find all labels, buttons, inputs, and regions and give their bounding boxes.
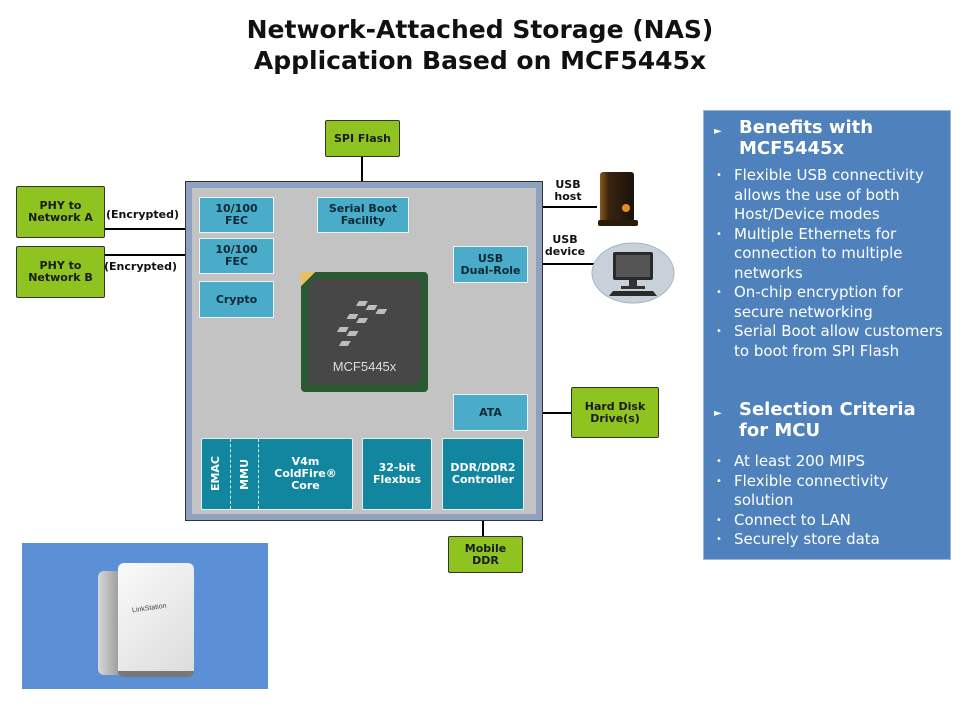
- phy-network-a-box: PHY to Network A: [16, 186, 105, 238]
- usb-dual-role-block: USB Dual-Role: [453, 246, 528, 283]
- mmu-section: MMU: [231, 439, 259, 509]
- title-line-1: Network-Attached Storage (NAS): [246, 15, 714, 44]
- die-package: MCF5445x: [308, 279, 421, 385]
- usb-device-line-1: USB: [552, 233, 578, 246]
- hard-disk-line-2: Drive(s): [590, 411, 640, 425]
- ddr-ctrl-line-1: DDR/DDR2: [450, 461, 516, 474]
- core-line-1: V4m: [291, 455, 320, 468]
- spi-flash-label: SPI Flash: [334, 131, 391, 145]
- criteria-item: Securely store data: [714, 530, 950, 550]
- usb-host-line-2: host: [554, 190, 582, 203]
- usb-host-line-1: USB: [555, 178, 581, 191]
- usb-device-line-2: device: [544, 245, 586, 258]
- criteria-item: Connect to LAN: [714, 511, 950, 531]
- usb-device-label: USB device: [540, 234, 590, 258]
- freescale-logo-icon: [336, 301, 388, 346]
- benefits-heading-line-1: Benefits with: [739, 117, 874, 138]
- phy-b-connector: [104, 254, 186, 256]
- nas-device-photo: LinkStation: [22, 543, 268, 689]
- benefit-item: Flexible USB connectivity allows the use…: [714, 166, 950, 225]
- phy-b-line-2: Network B: [28, 271, 93, 284]
- phy-a-connector: [104, 228, 186, 230]
- fec1-line-1: 10/100: [215, 202, 258, 215]
- criteria-item: At least 200 MIPS: [714, 452, 950, 472]
- ata-label: ATA: [479, 405, 502, 419]
- hard-disk-box: Hard Disk Drive(s): [571, 387, 659, 438]
- ata-connector: [527, 412, 572, 414]
- triangle-bullet-icon: ►: [714, 126, 722, 137]
- fec1-line-2: FEC: [224, 214, 249, 227]
- mobile-ddr-connector: [482, 509, 484, 537]
- phy-a-line-1: PHY to: [39, 199, 82, 212]
- criteria-item: Flexible connectivity solution: [714, 472, 950, 511]
- triangle-bullet-icon: ►: [714, 408, 722, 419]
- criteria-list: At least 200 MIPS Flexible connectivity …: [714, 452, 950, 550]
- usb-dual-role-line-1: USB: [477, 251, 504, 265]
- criteria-heading-line-1: Selection Criteria: [739, 399, 916, 420]
- serial-boot-line-2: Facility: [340, 214, 386, 227]
- ddr-ctrl-line-2: Controller: [451, 473, 515, 486]
- core-line-2: ColdFire®: [274, 467, 337, 480]
- benefit-item: Multiple Ethernets for connection to mul…: [714, 225, 950, 284]
- ata-block: ATA: [453, 394, 528, 431]
- fec-block-2: 10/100 FEC: [199, 238, 274, 274]
- nas-front-panel: LinkStation: [118, 563, 194, 677]
- fec2-line-1: 10/100: [215, 243, 258, 256]
- v4m-core-section: V4m ColdFire® Core: [259, 439, 352, 509]
- fec2-line-2: FEC: [224, 255, 249, 268]
- flexbus-line-2: Flexbus: [372, 473, 422, 486]
- core-line-3: Core: [291, 479, 320, 492]
- external-hard-drive-icon: [598, 172, 638, 226]
- crypto-label: Crypto: [215, 292, 258, 306]
- ddr-controller-block: DDR/DDR2 Controller: [442, 438, 524, 510]
- benefits-panel: ► Benefits with MCF5445x Flexible USB co…: [703, 110, 951, 560]
- fec-block-1: 10/100 FEC: [199, 197, 274, 233]
- nas-brand-label: LinkStation: [131, 602, 167, 615]
- serial-boot-block: Serial Boot Facility: [317, 197, 409, 233]
- selection-criteria-heading: ► Selection Criteria for MCU: [714, 399, 916, 441]
- title-line-2: Application Based on MCF5445x: [253, 46, 707, 75]
- mmu-label: MMU: [237, 458, 251, 490]
- slide-title: Network-Attached Storage (NAS) Applicati…: [0, 14, 960, 76]
- phy-network-b-box: PHY to Network B: [16, 246, 105, 298]
- nas-device-body: LinkStation: [98, 563, 194, 679]
- emac-section: EMAC: [202, 439, 231, 509]
- spi-flash-box: SPI Flash: [325, 120, 400, 157]
- emac-label: EMAC: [209, 456, 222, 492]
- flexbus-block: 32-bit Flexbus: [362, 438, 432, 510]
- mobile-ddr-line-2: DDR: [472, 553, 499, 567]
- spi-flash-connector: [361, 156, 363, 182]
- crypto-block: Crypto: [199, 281, 274, 318]
- encrypted-label-b: (Encrypted): [104, 260, 177, 273]
- usb-host-label: USB host: [548, 179, 588, 203]
- benefits-heading: ► Benefits with MCF5445x: [714, 117, 873, 159]
- benefits-list: Flexible USB connectivity allows the use…: [714, 166, 950, 361]
- serial-boot-line-1: Serial Boot: [328, 202, 398, 215]
- usb-device-connector: [527, 263, 597, 265]
- desktop-computer-icon: [591, 242, 675, 304]
- die-label: MCF5445x: [332, 359, 397, 374]
- criteria-heading-line-2: for MCU: [739, 420, 821, 441]
- mcf5445x-die-image: MCF5445x: [301, 272, 428, 392]
- benefit-item: Serial Boot allow customers to boot from…: [714, 322, 950, 361]
- flexbus-line-1: 32-bit: [378, 461, 416, 474]
- benefits-heading-line-2: MCF5445x: [739, 138, 845, 159]
- phy-a-line-2: Network A: [28, 211, 93, 224]
- hard-disk-line-1: Hard Disk: [584, 399, 646, 413]
- usb-dual-role-line-2: Dual-Role: [460, 263, 521, 277]
- core-block: EMAC MMU V4m ColdFire® Core: [201, 438, 353, 510]
- phy-b-line-1: PHY to: [39, 259, 82, 272]
- encrypted-label-a: (Encrypted): [106, 208, 179, 221]
- benefit-item: On-chip encryption for secure networking: [714, 283, 950, 322]
- mobile-ddr-line-1: Mobile: [464, 541, 507, 555]
- mobile-ddr-box: Mobile DDR: [448, 536, 523, 573]
